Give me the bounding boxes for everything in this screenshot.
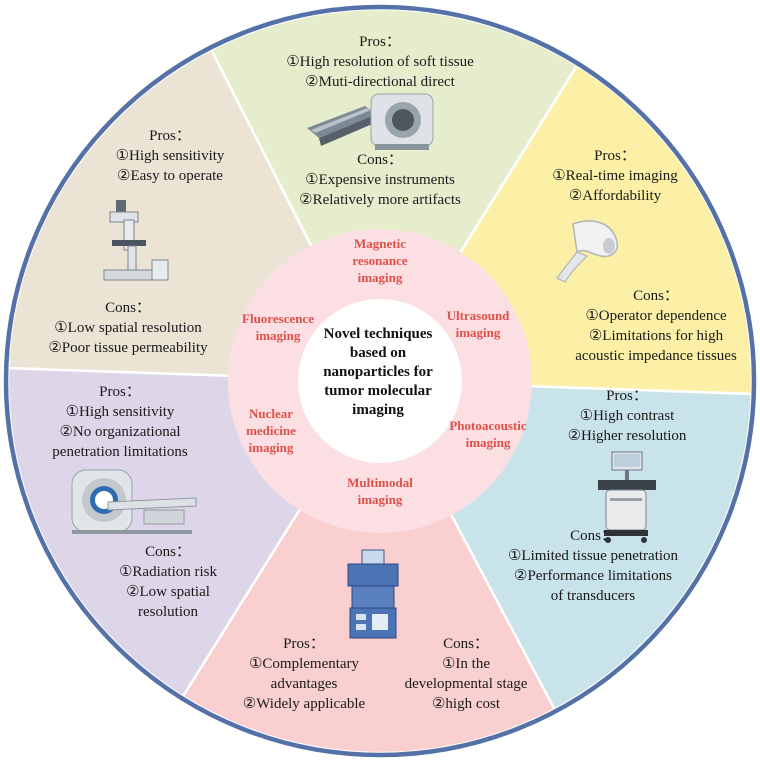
nuclear-pros-title: Pros： — [99, 384, 141, 400]
photoacoustic-cons-item-3: of transducers — [550, 588, 636, 604]
multimodal-pros-item-2: advantages — [270, 676, 338, 692]
label-nuclear-line-1: Nuclear — [248, 406, 294, 421]
nuclear-pros-text: Pros： ①High sensitivity ②No organization… — [20, 382, 220, 462]
fluorescence-pros-title: Pros： — [149, 128, 191, 144]
photoacoustic-system-icon — [598, 451, 656, 543]
ultrasound-cons-title: Cons： — [633, 288, 679, 304]
label-fluorescence-line-1: Fluorescence — [242, 311, 314, 326]
photoacoustic-pros-title: Pros： — [606, 388, 648, 404]
nuclear-cons-text: Cons： ①Radiation risk ②Low spatial resol… — [88, 542, 248, 622]
photoacoustic-pros-item-1: ①High contrast — [579, 408, 675, 424]
nuclear-cons-item-1: ①Radiation risk — [118, 564, 218, 580]
multimodal-cons-text: Cons： ①In the developmental stage ②high … — [376, 634, 556, 714]
microscope-icon — [103, 200, 169, 281]
fluorescence-cons-item-1: ①Low spatial resolution — [54, 320, 202, 336]
center-title: Novel techniques based on nanoparticles … — [313, 325, 443, 420]
label-nuclear-line-3: imaging — [248, 440, 294, 455]
ultrasound-cons-text: Cons： ①Operator dependence ②Limitations … — [556, 286, 756, 366]
label-multimodal-line-1: Multimodal — [347, 475, 413, 490]
ct-scanner-icon — [71, 469, 197, 534]
photoacoustic-cons-item-2: ②Performance limitations — [514, 568, 672, 584]
outer-ring — [3, 4, 757, 758]
label-photoacoustic-line-2: imaging — [465, 435, 511, 450]
fluorescence-cons-item-2: ②Poor tissue permeability — [48, 340, 208, 356]
multimodal-cons-item-2: developmental stage — [404, 676, 528, 692]
multimodal-pros-item-1: ①Complementary — [248, 656, 360, 672]
nuclear-cons-item-3: resolution — [138, 604, 198, 620]
mri-cons-item-2: ②Relatively more artifacts — [299, 192, 461, 208]
mri-cons-title: Cons： — [357, 152, 403, 168]
center-line-3: nanoparticles for — [323, 364, 433, 380]
label-multimodal: Multimodal imaging — [330, 474, 430, 508]
nuclear-pros-item-1: ①High sensitivity — [65, 404, 175, 420]
ultrasound-pros-item-1: ①Real-time imaging — [552, 168, 678, 184]
nuclear-cons-title: Cons： — [145, 544, 191, 560]
ultrasound-cons-item-2: ②Limitations for high — [588, 328, 724, 344]
label-ultrasound: Ultrasound imaging — [432, 307, 524, 341]
photoacoustic-pros-item-2: ②Higher resolution — [567, 428, 687, 444]
ultrasound-pros-title: Pros： — [594, 148, 636, 164]
nuclear-pros-item-3: penetration limitations — [52, 444, 188, 460]
multimodal-pros-text: Pros： ①Complementary advantages ②Widely … — [224, 634, 384, 714]
label-multimodal-line-2: imaging — [357, 492, 403, 507]
ultrasound-pros-item-2: ②Affordability — [568, 188, 662, 204]
center-line-2: based on — [349, 345, 407, 361]
mri-scanner-icon — [307, 93, 434, 150]
multimodal-pros-item-3: ②Widely applicable — [242, 696, 366, 712]
label-ultrasound-line-2: imaging — [455, 325, 501, 340]
photoacoustic-cons-item-1: ①Limited tissue penetration — [507, 548, 679, 564]
label-fluorescence: Fluorescence imaging — [228, 310, 328, 344]
fluorescence-pros-item-1: ①High sensitivity — [115, 148, 225, 164]
multimodal-cons-item-3: ②high cost — [431, 696, 501, 712]
label-ultrasound-line-1: Ultrasound — [446, 308, 510, 323]
mri-cons-text: Cons： ①Expensive instruments ②Relatively… — [230, 150, 530, 210]
multimodal-cons-title: Cons： — [443, 636, 489, 652]
mri-pros-item-2: ②Muti-directional direct — [305, 74, 455, 90]
label-photoacoustic-line-1: Photoacoustic — [449, 418, 527, 433]
nuclear-pros-item-2: ②No organizational — [59, 424, 181, 440]
mri-pros-item-1: ①High resolution of soft tissue — [286, 54, 474, 70]
center-line-1: Novel techniques — [323, 326, 433, 342]
fluorescence-cons-title: Cons： — [105, 300, 151, 316]
mri-text: Pros： ①High resolution of soft tissue ②M… — [230, 32, 530, 92]
center-circle — [298, 299, 462, 463]
center-line-5: imaging — [352, 402, 404, 418]
photoacoustic-cons-title: Cons： — [570, 528, 616, 544]
mri-cons-item-1: ①Expensive instruments — [305, 172, 455, 188]
label-nuclear-line-2: medicine — [246, 423, 296, 438]
mri-pros-title: Pros： — [359, 34, 401, 50]
center-line-4: tumor molecular — [324, 383, 432, 399]
label-mri-line-1: Magnetic — [354, 236, 406, 251]
label-mri: Magnetic resonance imaging — [330, 235, 430, 286]
ultrasound-cons-item-1: ①Operator dependence — [585, 308, 727, 324]
label-mri-line-3: imaging — [357, 270, 403, 285]
fluorescence-pros-item-2: ②Easy to operate — [117, 168, 223, 184]
nuclear-cons-item-2: ②Low spatial — [126, 584, 210, 600]
ultrasound-cons-item-3: acoustic impedance tissues — [575, 348, 737, 364]
multimodal-instrument-icon — [347, 549, 399, 639]
multimodal-cons-item-1: ①In the — [441, 656, 491, 672]
fluorescence-cons-text: Cons： ①Low spatial resolution ②Poor tiss… — [18, 298, 238, 358]
ultrasound-probe-icon — [556, 220, 619, 283]
fluorescence-pros-text: Pros： ①High sensitivity ②Easy to operate — [80, 126, 260, 186]
ultrasound-pros-text: Pros： ①Real-time imaging ②Affordability — [520, 146, 710, 206]
photoacoustic-pros-text: Pros： ①High contrast ②Higher resolution — [532, 386, 722, 446]
label-photoacoustic: Photoacoustic imaging — [438, 417, 538, 451]
label-nuclear: Nuclear medicine imaging — [226, 405, 316, 456]
multimodal-pros-title: Pros： — [283, 636, 325, 652]
label-mri-line-2: resonance — [352, 253, 408, 268]
label-fluorescence-line-2: imaging — [255, 328, 301, 343]
photoacoustic-cons-text: Cons： ①Limited tissue penetration ②Perfo… — [478, 526, 708, 606]
